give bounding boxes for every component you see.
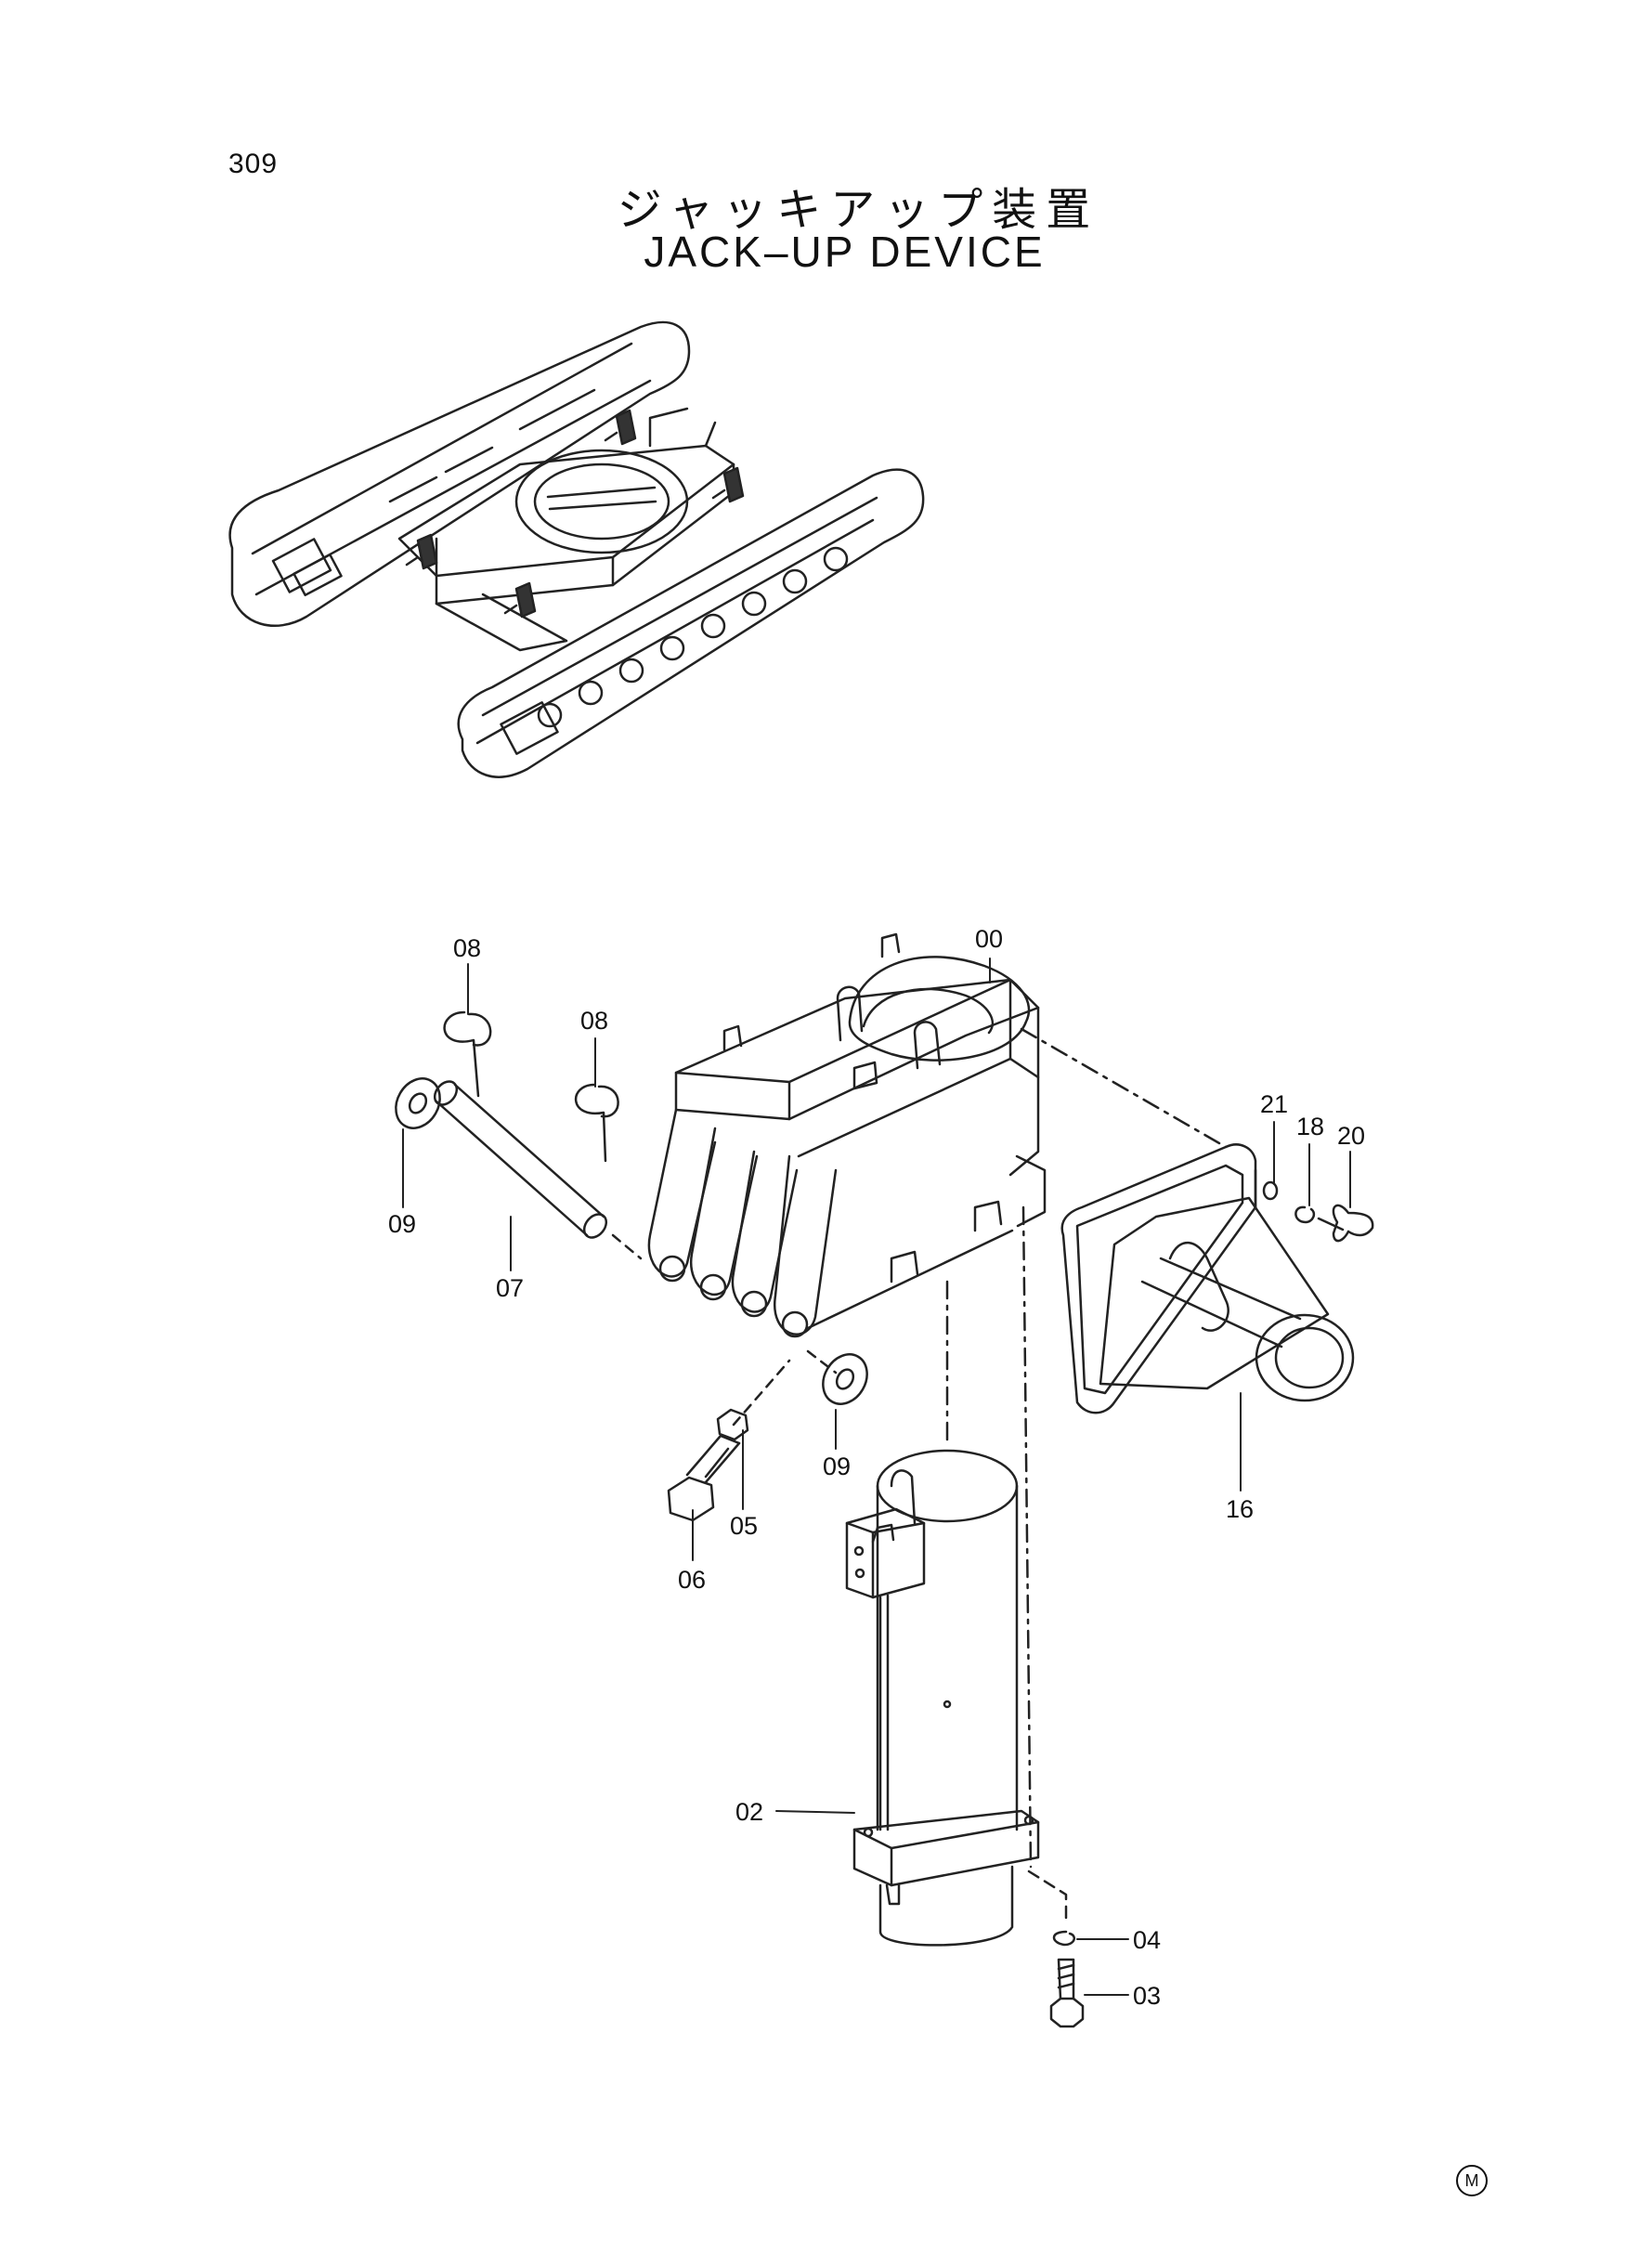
callout-07: 07	[496, 1274, 524, 1302]
callout-leaders	[402, 958, 1351, 1996]
part-07-pin	[433, 1080, 643, 1260]
part-16-cover	[1060, 1143, 1355, 1414]
undercarriage-overview	[228, 320, 925, 778]
callout-03: 03	[1133, 1982, 1161, 2010]
part-21-washer	[1262, 1180, 1279, 1201]
part-18-spring-washer	[1294, 1205, 1316, 1224]
callout-21: 21	[1260, 1090, 1288, 1118]
callout-09-left: 09	[388, 1210, 416, 1238]
part-00-bracket	[647, 932, 1047, 1338]
callout-05: 05	[730, 1512, 758, 1540]
callout-09-right: 09	[823, 1453, 851, 1480]
jack-device-markers	[416, 409, 745, 619]
part-02-jack-cylinder	[845, 1449, 1040, 1947]
page-number: 309	[228, 149, 279, 179]
bracket-lugs	[647, 1108, 838, 1338]
part-09-washer-left	[395, 1077, 441, 1129]
page-title-japanese: ジャッキアップ装置	[617, 184, 1100, 236]
part-06-bolt	[667, 1434, 741, 1522]
exploded-parts-view	[395, 932, 1374, 2028]
callout-08-left: 08	[453, 934, 481, 962]
part-05-nut	[716, 1359, 791, 1441]
callout-06: 06	[678, 1566, 706, 1594]
part-08-lynch-pins	[443, 1010, 619, 1163]
track-rollers	[537, 546, 849, 728]
callout-18: 18	[1296, 1113, 1324, 1140]
part-03-bolt	[1049, 1958, 1085, 2028]
page-title-english: JACK–UP DEVICE	[644, 228, 1046, 276]
corner-mark: M	[1456, 2165, 1488, 2196]
part-09-washer-right	[822, 1353, 868, 1405]
callout-20: 20	[1337, 1122, 1365, 1150]
callout-00: 00	[975, 925, 1003, 953]
part-20-wing-bolt	[1317, 1204, 1374, 1243]
callout-labels: 00 08 08 09 07 09 05 06 16 21 18 20 02 0…	[388, 925, 1365, 2010]
callout-02: 02	[735, 1798, 763, 1826]
part-04-washer	[1052, 1930, 1076, 1947]
callout-08-right: 08	[580, 1007, 608, 1035]
callout-16: 16	[1226, 1495, 1254, 1523]
callout-04: 04	[1133, 1926, 1161, 1954]
